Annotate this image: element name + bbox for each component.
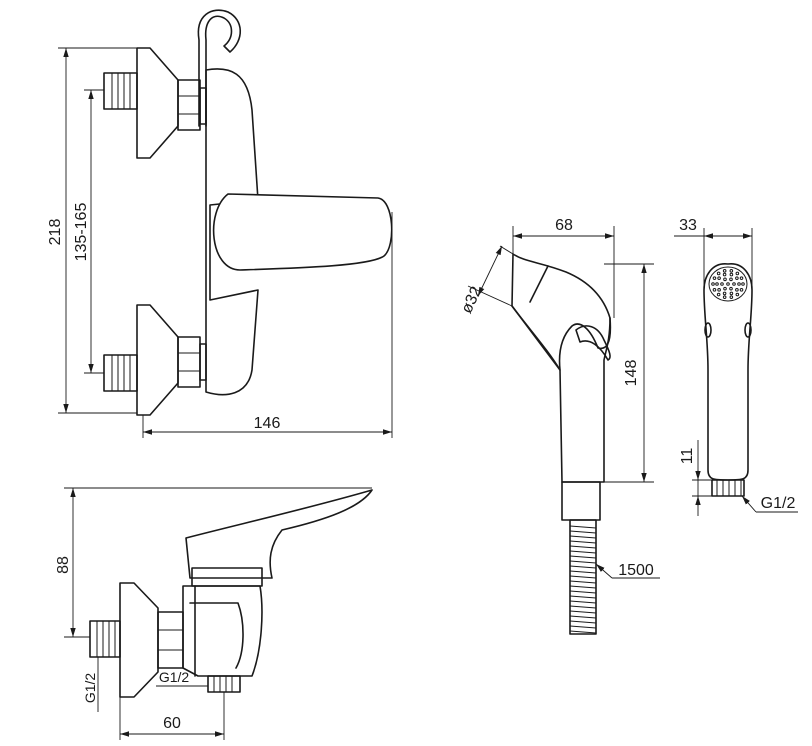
dim-thread-side: G1/2 bbox=[82, 657, 99, 712]
dim-depth-front: 146 bbox=[142, 212, 393, 438]
dim-offset-side: 60 bbox=[119, 692, 225, 740]
dim-sprayer-width: 33 bbox=[674, 217, 753, 290]
top-thread-stub bbox=[103, 72, 138, 110]
sprayer-handle bbox=[511, 305, 611, 483]
bottom-nut bbox=[177, 336, 201, 388]
dim-sprayer-thread: G1/2 bbox=[741, 495, 798, 513]
label-88: 88 bbox=[55, 556, 72, 574]
sprayer-side-view: 68 ø32 148 1500 bbox=[458, 217, 660, 635]
dim-thread-length: 11 bbox=[679, 440, 712, 516]
dim-thread-outlet: G1/2 bbox=[156, 669, 208, 687]
side-nut bbox=[157, 611, 184, 669]
label-60: 60 bbox=[163, 715, 181, 732]
label-g12-sprayer: G1/2 bbox=[761, 495, 796, 512]
bottom-thread-stub bbox=[103, 354, 138, 392]
dim-sprayer-length: 148 bbox=[604, 263, 654, 483]
top-wall-flange bbox=[136, 47, 179, 159]
dim-sprayer-head-diameter: ø32 bbox=[458, 245, 514, 316]
mixer-body bbox=[205, 68, 259, 396]
bottom-wall-flange bbox=[136, 304, 179, 416]
dim-inlet-spacing: 135-165 bbox=[73, 89, 104, 374]
label-135-165: 135-165 bbox=[73, 203, 90, 262]
sprayer-head bbox=[511, 253, 612, 371]
sprayer-front-view: 33 11 G1/2 bbox=[674, 217, 798, 516]
side-handle bbox=[185, 489, 373, 579]
side-wall-flange bbox=[119, 582, 159, 698]
label-g12-side: G1/2 bbox=[82, 673, 98, 704]
label-11: 11 bbox=[679, 448, 696, 465]
top-nut bbox=[177, 79, 201, 131]
lever-handle bbox=[212, 193, 393, 271]
holder-hook-icon bbox=[197, 9, 242, 127]
dim-sprayer-head-length: 68 bbox=[512, 217, 615, 318]
dim-height-side: 88 bbox=[55, 487, 372, 638]
label-146: 146 bbox=[254, 415, 281, 432]
side-view: 88 G1/2 G1/2 60 bbox=[55, 487, 373, 740]
sprayer-trigger-icon bbox=[575, 325, 611, 361]
side-thread-stub bbox=[89, 620, 121, 658]
top-thread-lines bbox=[111, 73, 131, 109]
sprayer-front-thread bbox=[711, 479, 745, 497]
label-218: 218 bbox=[47, 219, 64, 246]
side-outlet bbox=[207, 675, 241, 693]
front-view: 218 135-165 146 bbox=[47, 9, 393, 438]
dim-height-total: 218 bbox=[47, 47, 137, 414]
label-33: 33 bbox=[679, 217, 697, 234]
sprayer-connector bbox=[561, 481, 601, 521]
label-1500: 1500 bbox=[618, 562, 654, 579]
dim-hose-length: 1500 bbox=[595, 562, 660, 579]
sprayer-front-body bbox=[703, 263, 753, 481]
hose bbox=[569, 519, 597, 635]
spray-holes bbox=[711, 269, 745, 299]
label-g12-outlet: G1/2 bbox=[159, 669, 190, 685]
label-68: 68 bbox=[555, 217, 573, 234]
label-148: 148 bbox=[623, 360, 640, 387]
